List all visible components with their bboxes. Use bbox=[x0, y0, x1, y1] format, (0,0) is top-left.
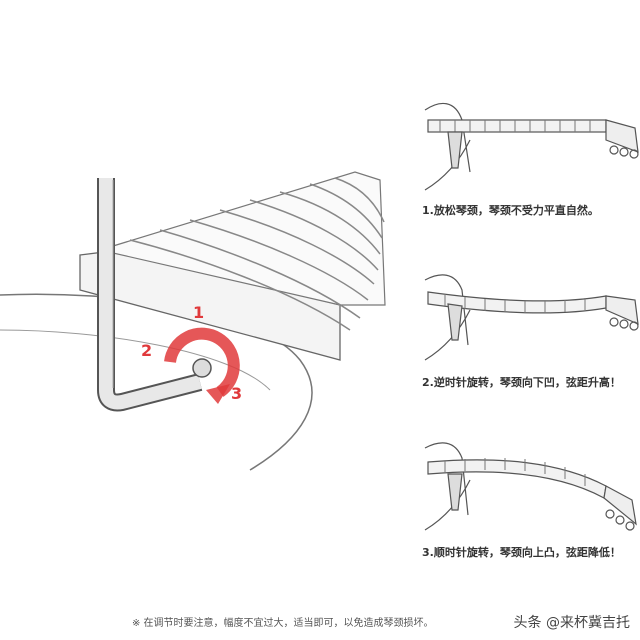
neck-profile-convex bbox=[424, 442, 637, 531]
frets bbox=[129, 177, 385, 331]
watermark: 头条 @来杯冀吉托 bbox=[513, 615, 630, 631]
rotation-number-2: 2 bbox=[141, 341, 153, 360]
neck-profile-concave bbox=[424, 274, 639, 361]
rotation-arrow-icon bbox=[164, 327, 240, 397]
rotation-number-3: 3 bbox=[231, 384, 243, 403]
truss-rod-nut bbox=[192, 358, 212, 378]
neck-profile-straight bbox=[424, 102, 639, 191]
hex-wrench bbox=[97, 178, 203, 412]
step-1-label: 1.放松琴颈，琴颈不受力平直自然。 bbox=[422, 204, 599, 217]
caution-footnote: ※ 在调节时要注意，幅度不宜过大，适当即可，以免造成琴颈损坏。 bbox=[132, 618, 434, 629]
guitar-body-inner-edge bbox=[0, 329, 271, 391]
step-2-label: 2.逆时针旋转，琴颈向下凹，弦距升高！ bbox=[422, 376, 621, 389]
step-3-label: 3.顺时针旋转，琴颈向上凸，弦距降低！ bbox=[422, 546, 621, 559]
rotation-number-1: 1 bbox=[193, 303, 205, 322]
